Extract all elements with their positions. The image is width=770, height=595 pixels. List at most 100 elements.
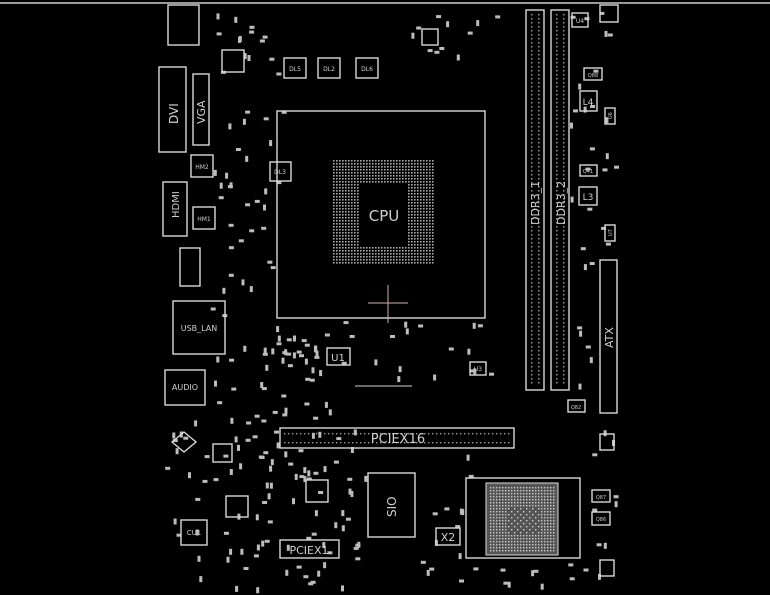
u3-chip[interactable] [469,361,487,376]
audio-connector[interactable] [164,369,206,406]
ic-chip[interactable] [221,49,245,73]
bga-ball [366,163,368,165]
dl5-inductor[interactable] [283,57,307,79]
ddr3-slot-1[interactable] [525,9,545,391]
ball [526,505,528,507]
bga-ball [363,178,365,180]
ball [502,493,504,495]
ball [541,508,543,510]
bga-ball [402,262,404,264]
bga-ball [345,208,347,210]
dvi-connector[interactable] [158,66,187,153]
dl6-inductor[interactable] [355,57,379,79]
bga-ball [342,166,344,168]
diamond-chip[interactable] [170,431,198,453]
ball [526,496,528,498]
dimm-pin [531,86,533,88]
bga-ball [411,229,413,231]
ddr3-slot-2[interactable] [550,9,570,391]
bga-ball [348,196,350,198]
ball [535,505,537,507]
smd-pad [260,382,264,388]
hdmi-connector[interactable] [162,181,188,237]
ball [508,532,510,534]
dimm-pin [556,54,558,56]
ic-chip[interactable] [599,559,615,577]
usb-lan-connector[interactable] [172,300,226,355]
bga-ball [372,247,374,249]
bga-ball [333,256,335,258]
l3-inductor[interactable] [578,186,598,206]
bga-ball [360,259,362,261]
bga-ball [432,259,434,261]
bga-ball [408,235,410,237]
usb-header[interactable] [179,247,201,287]
ball [538,508,540,510]
bga-ball [369,181,371,183]
pcie-pin [380,433,382,435]
bga-ball [354,181,356,183]
bga-ball [372,178,374,180]
l4-inductor[interactable] [579,90,598,112]
ball [541,550,543,552]
ic-chip[interactable] [225,495,249,518]
bga-ball [333,223,335,225]
vga-connector[interactable] [192,73,210,146]
dimm-pin [531,294,533,296]
ic-chip[interactable] [305,479,329,503]
pciex16-slot[interactable] [279,427,515,449]
atx-connector[interactable] [599,259,618,414]
dl2-inductor[interactable] [317,57,341,79]
ic-chip[interactable] [421,28,439,46]
ball [502,514,504,516]
q41-mosfet[interactable] [579,164,598,177]
bga-ball [408,196,410,198]
q87-mosfet[interactable] [591,489,611,503]
bga-ball [342,205,344,207]
cu1-chip[interactable] [180,519,208,546]
pciex1-slot[interactable] [279,539,340,559]
smd-pad [262,352,268,356]
dimm-pin [531,234,533,236]
ball [514,499,516,501]
bga-ball [348,247,350,249]
ball [535,517,537,519]
dimm-pin [563,70,565,72]
bga-ball [417,196,419,198]
ball [553,526,555,528]
u6-chip[interactable] [604,107,616,125]
smd-pad [286,544,290,551]
bga-ball [423,187,425,189]
ball [538,541,540,543]
q88-mosfet[interactable] [583,67,603,81]
bga-ball [351,262,353,264]
u7-chip[interactable] [604,224,616,242]
ball [529,490,531,492]
ball [514,514,516,516]
audio-codec-chip[interactable] [212,443,233,463]
dimm-pin [556,94,558,96]
ball [550,541,552,543]
smd-pad [583,568,589,572]
u1-chip[interactable] [326,347,351,366]
ic-chip[interactable] [599,433,615,451]
smd-pad [598,573,601,580]
top-left-connector[interactable] [167,4,200,46]
ic-chip[interactable] [599,4,619,23]
q87-label: Q87 [596,495,606,501]
x2-crystal[interactable] [435,527,461,546]
bga-ball [384,256,386,258]
sio-chip[interactable] [367,472,416,538]
bga-ball [387,259,389,261]
cpu-socket-outline[interactable] [276,110,486,319]
q82-mosfet[interactable] [567,399,586,413]
bga-ball [339,226,341,228]
q86-mosfet[interactable] [591,511,611,526]
dimm-pin [538,54,540,56]
hm1-chip[interactable] [192,206,216,230]
u4-chip[interactable] [571,12,589,28]
hm2-chip[interactable] [190,154,214,178]
dl3-inductor[interactable] [269,161,292,182]
chipset-outline[interactable] [465,477,581,559]
